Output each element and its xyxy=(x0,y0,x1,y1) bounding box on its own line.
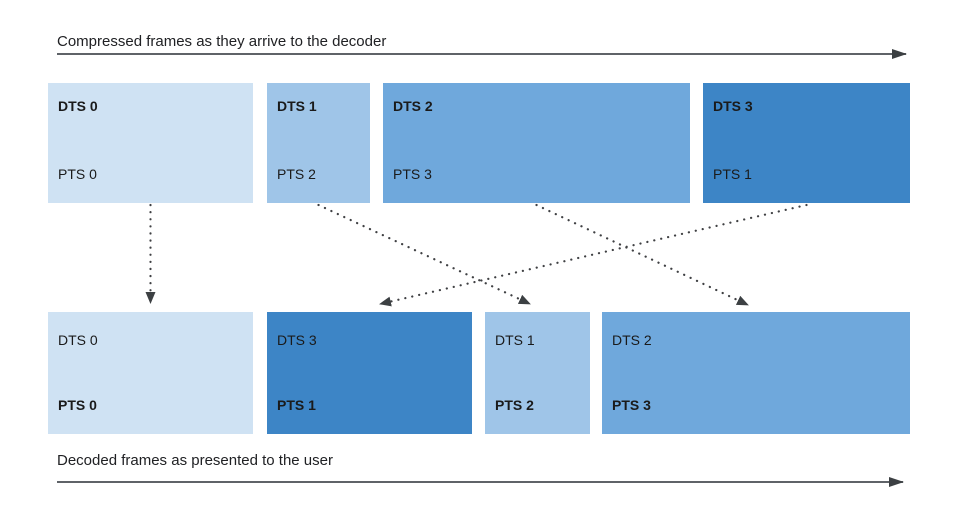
dts-label: DTS 3 xyxy=(277,332,317,348)
dts-label: DTS 0 xyxy=(58,98,98,114)
dts-label: DTS 1 xyxy=(277,98,317,114)
connector-dts2-to-pts3-icon xyxy=(535,203,750,307)
connector-dts1-to-pts2-icon xyxy=(317,203,532,306)
decoded-frame-pts2: DTS 1 PTS 2 xyxy=(485,312,590,434)
decoded-frame-pts0: DTS 0 PTS 0 xyxy=(48,312,253,434)
pts-label: PTS 3 xyxy=(393,166,432,182)
compressed-frame-dts0: DTS 0 PTS 0 xyxy=(48,83,253,203)
dts-label: DTS 2 xyxy=(612,332,652,348)
dts-label: DTS 0 xyxy=(58,332,98,348)
pts-label: PTS 1 xyxy=(277,397,316,413)
decoded-frame-pts3: DTS 2 PTS 3 xyxy=(602,312,910,434)
pts-label: PTS 0 xyxy=(58,397,97,413)
pts-label: PTS 2 xyxy=(277,166,316,182)
pts-label: PTS 1 xyxy=(713,166,752,182)
connector-dts3-to-pts1-icon xyxy=(378,203,808,307)
pts-label: PTS 0 xyxy=(58,166,97,182)
top-axis-label: Compressed frames as they arrive to the … xyxy=(57,33,387,50)
dts-label: DTS 1 xyxy=(495,332,535,348)
compressed-frame-dts2: DTS 2 PTS 3 xyxy=(383,83,690,203)
pts-label: PTS 2 xyxy=(495,397,534,413)
bottom-axis-label: Decoded frames as presented to the user xyxy=(57,452,333,469)
dts-label: DTS 2 xyxy=(393,98,433,114)
decoded-frame-pts1: DTS 3 PTS 1 xyxy=(267,312,472,434)
dts-label: DTS 3 xyxy=(713,98,753,114)
compressed-frame-dts3: DTS 3 PTS 1 xyxy=(703,83,910,203)
pts-label: PTS 3 xyxy=(612,397,651,413)
compressed-frame-dts1: DTS 1 PTS 2 xyxy=(267,83,370,203)
